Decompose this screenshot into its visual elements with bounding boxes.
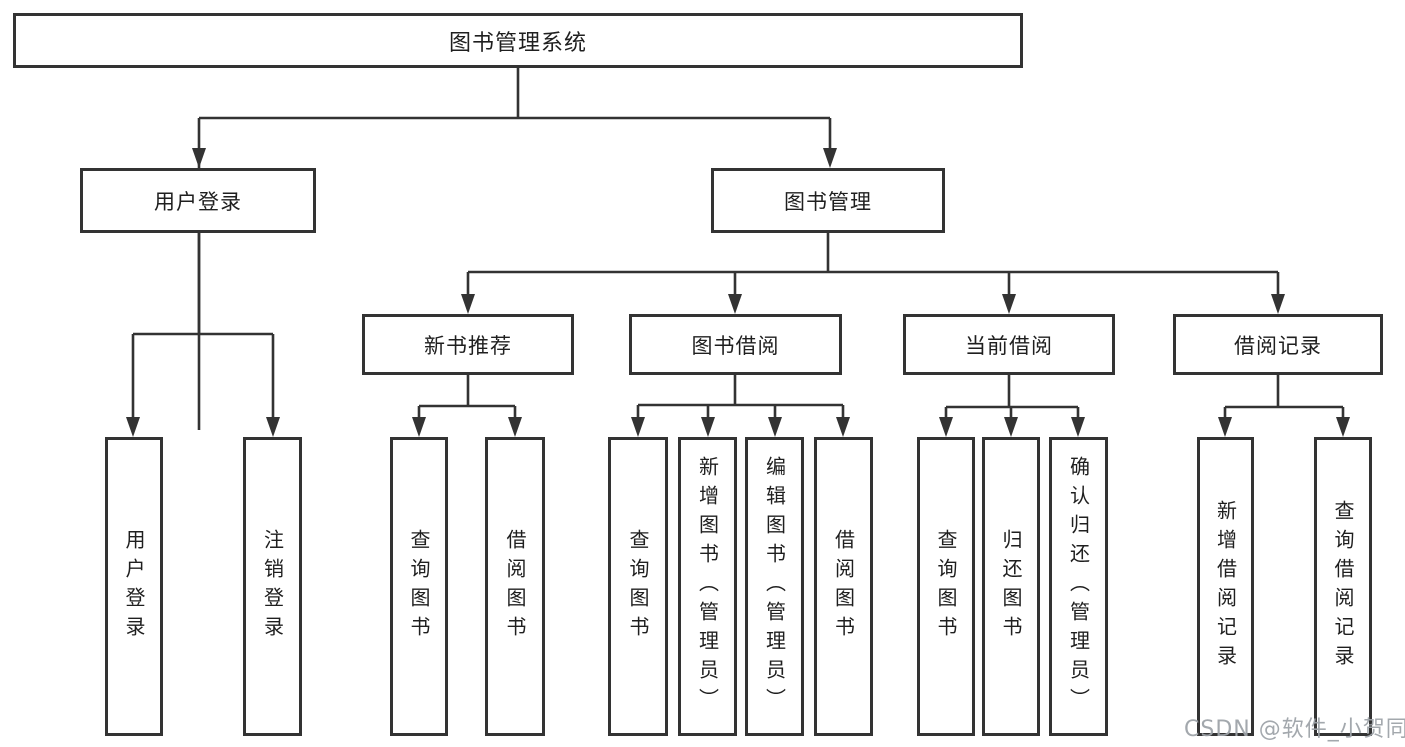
- node-library-management-system: 图书管理系统: [13, 13, 1023, 68]
- edge-new-book-recommend-to-leaves: [417, 375, 517, 431]
- arrowhead: [1218, 417, 1232, 437]
- arrowhead: [461, 294, 475, 314]
- arrowhead: [939, 417, 953, 437]
- arrowhead: [728, 294, 742, 314]
- arrowhead: [836, 417, 850, 437]
- node-label: 查询借阅记录: [1331, 499, 1355, 674]
- leaf-edit-books-admin: 编辑图书（管理员）: [745, 437, 804, 736]
- node-borrow-records: 借阅记录: [1173, 314, 1383, 375]
- node-label: 新增借阅记录: [1213, 499, 1238, 674]
- arrowhead: [701, 417, 715, 437]
- edge-user-login-to-leaves: [131, 233, 275, 431]
- arrowhead: [412, 417, 426, 437]
- node-label: 新书推荐: [424, 333, 512, 358]
- node-book-management: 图书管理: [711, 168, 945, 233]
- edge-book-borrow-to-leaves: [636, 375, 845, 431]
- arrowhead: [126, 417, 140, 437]
- leaf-return-books: 归还图书: [982, 437, 1040, 736]
- arrowhead: [768, 417, 782, 437]
- node-label: 注销登录: [260, 528, 285, 645]
- leaf-query-books-current: 查询图书: [917, 437, 975, 736]
- node-label: 新增图书（管理员）: [695, 456, 720, 717]
- leaf-add-borrow-record: 新增借阅记录: [1197, 437, 1254, 736]
- node-label: 图书借阅: [691, 333, 780, 358]
- leaf-user-login: 用户登录: [105, 437, 163, 736]
- node-label: 查询图书: [626, 528, 650, 645]
- node-label: 查询图书: [407, 528, 431, 645]
- leaf-borrow-books-recommend: 借阅图书: [485, 437, 545, 736]
- leaf-add-books-admin: 新增图书（管理员）: [678, 437, 737, 736]
- arrowheads: [126, 148, 1350, 437]
- node-label: 借阅图书: [831, 528, 856, 645]
- node-label: 当前借阅: [965, 333, 1053, 358]
- arrowhead: [1004, 417, 1018, 437]
- node-current-borrow: 当前借阅: [903, 314, 1115, 375]
- node-label: 用户登录: [122, 528, 146, 645]
- arrowhead: [1271, 294, 1285, 314]
- edge-borrow-records-to-leaves: [1223, 375, 1345, 431]
- leaf-borrow-books: 借阅图书: [814, 437, 873, 736]
- edge-book-management-to-level3: [466, 233, 1280, 308]
- node-user-login: 用户登录: [80, 168, 316, 233]
- leaf-query-books-borrow: 查询图书: [608, 437, 668, 736]
- arrowhead: [508, 417, 522, 437]
- node-label: 编辑图书（管理员）: [762, 456, 787, 717]
- node-label: 借阅记录: [1234, 333, 1322, 358]
- leaf-logout: 注销登录: [243, 437, 302, 736]
- node-label: 查询图书: [934, 528, 958, 645]
- arrowhead: [1336, 417, 1350, 437]
- node-label: 图书管理系统: [448, 30, 587, 56]
- node-book-borrow: 图书借阅: [629, 314, 842, 375]
- leaf-query-borrow-record: 查询借阅记录: [1314, 437, 1372, 736]
- csdn-watermark: CSDN @软件_小贺同学: [1184, 717, 1405, 742]
- node-label: 归还图书: [999, 528, 1023, 645]
- leaf-query-books-recommend: 查询图书: [390, 437, 448, 736]
- arrowhead: [1071, 417, 1085, 437]
- arrowhead: [1002, 294, 1016, 314]
- arrowhead: [192, 148, 206, 168]
- arrowhead: [823, 148, 837, 168]
- node-label: 借阅图书: [503, 528, 527, 645]
- leaf-confirm-return-admin: 确认归还（管理员）: [1049, 437, 1108, 736]
- node-label: 用户登录: [154, 189, 242, 214]
- node-label: 确认归还（管理员）: [1066, 456, 1091, 717]
- node-label: 图书管理: [784, 189, 872, 214]
- node-new-book-recommend: 新书推荐: [362, 314, 574, 375]
- edge-root-to-level2: [197, 68, 832, 430]
- arrowhead: [631, 417, 645, 437]
- arrowhead: [266, 417, 280, 437]
